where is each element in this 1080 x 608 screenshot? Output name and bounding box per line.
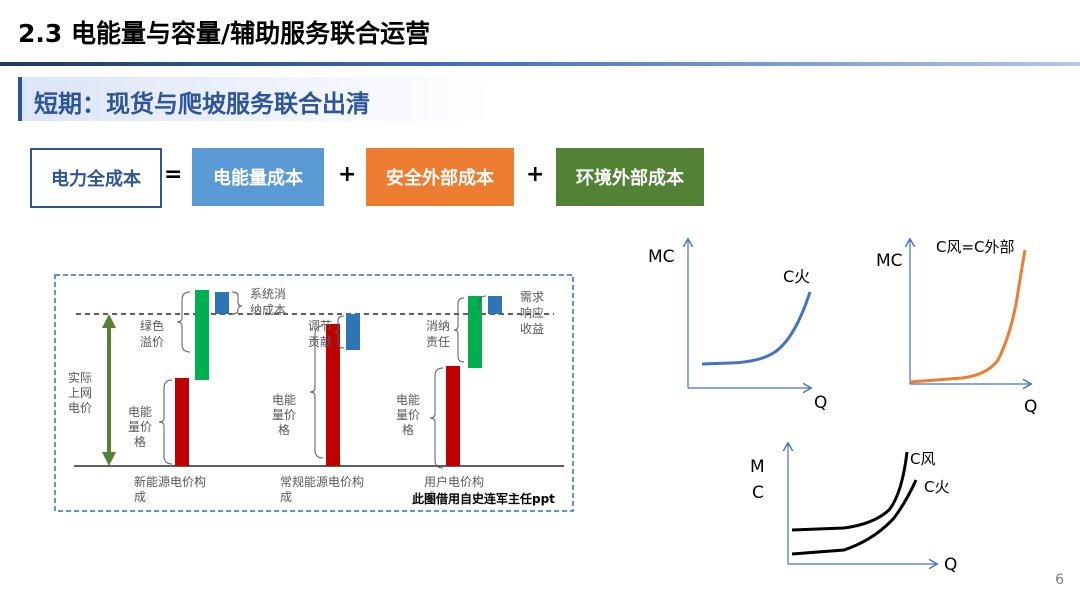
x-axis-label: Q [944,555,957,575]
col2-energy-bar [326,324,340,466]
y-axis-label: MC [876,251,903,271]
curve-label-thermal: C火 [924,478,949,496]
x-axis-label: Q [1024,397,1037,416]
col3-energy-label-3: 格 [402,422,414,437]
marginal-cost-chart-comparison: M C Q C风 C火 [750,440,957,575]
diagram-border [54,274,574,512]
section-heading-bar [18,77,492,121]
curve-label: C风=C外部 [936,238,1015,256]
title-underline [0,62,1080,66]
wind-external-cost-curve [909,249,1027,384]
plus-sign-1: + [338,162,357,187]
page-title: 2.3 电能量与容量/辅助服务联合运营 [18,19,431,48]
col2-blue-label-2: 贡献 [308,334,332,349]
col3-green-label-1: 消纳 [426,319,450,333]
col3-green-bar [468,296,482,368]
axis-label-line-2: 上网 [68,386,92,400]
col3-blue-label-1: 需求 [520,290,544,304]
axis-label-line-1: 实际 [68,370,92,385]
safety-cost-box: 安全外部成本 [366,148,514,206]
col1-label-2: 成 [134,490,146,504]
curve-label: C火 [783,267,810,286]
total-cost-box: 电力全成本 [30,148,162,208]
col3-blue-label-2: 响应 [520,305,544,320]
col3-green-label-2: 责任 [426,335,450,349]
col1-energy-label-3: 格 [134,434,146,449]
axis-label-line-3: 电价 [68,401,92,415]
col1-green-label-2: 溢价 [140,335,164,349]
col3-label-1: 用户电价构 [424,474,484,489]
thermal-cost-curve [701,291,812,366]
col2-label-1: 常规能源电价构 [280,474,364,489]
col1-blue-label-2: 纳成本 [250,303,286,317]
environment-cost-box: 环境外部成本 [556,148,704,206]
section-heading: 短期：现货与爬坡服务联合出清 [34,90,370,118]
col2-label-2: 成 [280,490,292,504]
plus-sign-2: + [526,162,545,187]
col3-blue-bar [488,296,502,314]
y-axis-label: MC [648,247,675,267]
source-note: 此图借用自史连军主任ppt [412,491,555,506]
col3-energy-label-1: 电能 [396,393,420,407]
marginal-cost-chart-wind: MC Q C风=C外部 [876,232,1037,416]
col1-energy-label-2: 量价 [128,420,152,434]
col2-energy-label-3: 格 [278,422,290,437]
col1-label-1: 新能源电价构 [134,474,206,489]
col2-blue-label-1: 调节 [308,319,332,333]
col3-label-2: 成 [424,490,436,504]
wind-cost-curve [791,451,909,532]
col1-green-bar [195,290,209,380]
y-axis-label-2: C [752,483,764,503]
curve-label-wind: C风 [910,450,935,468]
page-number: 6 [1055,572,1064,588]
energy-cost-box: 电能量成本 [192,148,324,206]
col1-energy-label-1: 电能 [128,405,152,419]
col2-energy-label-1: 电能 [272,393,296,407]
marginal-cost-chart-thermal: MC Q C火 [648,232,827,413]
price-composition-diagram: 实际 上网 电价 电能 量价 格 绿色 溢价 系统消 纳成本 新能源电价构 成 … [54,274,574,512]
y-axis-label-1: M [750,457,765,477]
col1-blue-label-1: 系统消 [250,287,286,301]
col1-blue-bar [215,292,229,314]
x-axis-label: Q [814,393,827,413]
col3-blue-label-3: 收益 [520,322,544,336]
col3-energy-bar [446,366,460,466]
thermal-cost-curve [791,479,918,556]
col1-energy-bar [175,378,189,466]
col2-energy-label-2: 量价 [272,408,296,422]
col2-blue-bar [346,314,360,350]
equals-sign: = [164,162,183,187]
col1-green-label-1: 绿色 [140,318,164,333]
col3-energy-label-2: 量价 [396,408,420,422]
